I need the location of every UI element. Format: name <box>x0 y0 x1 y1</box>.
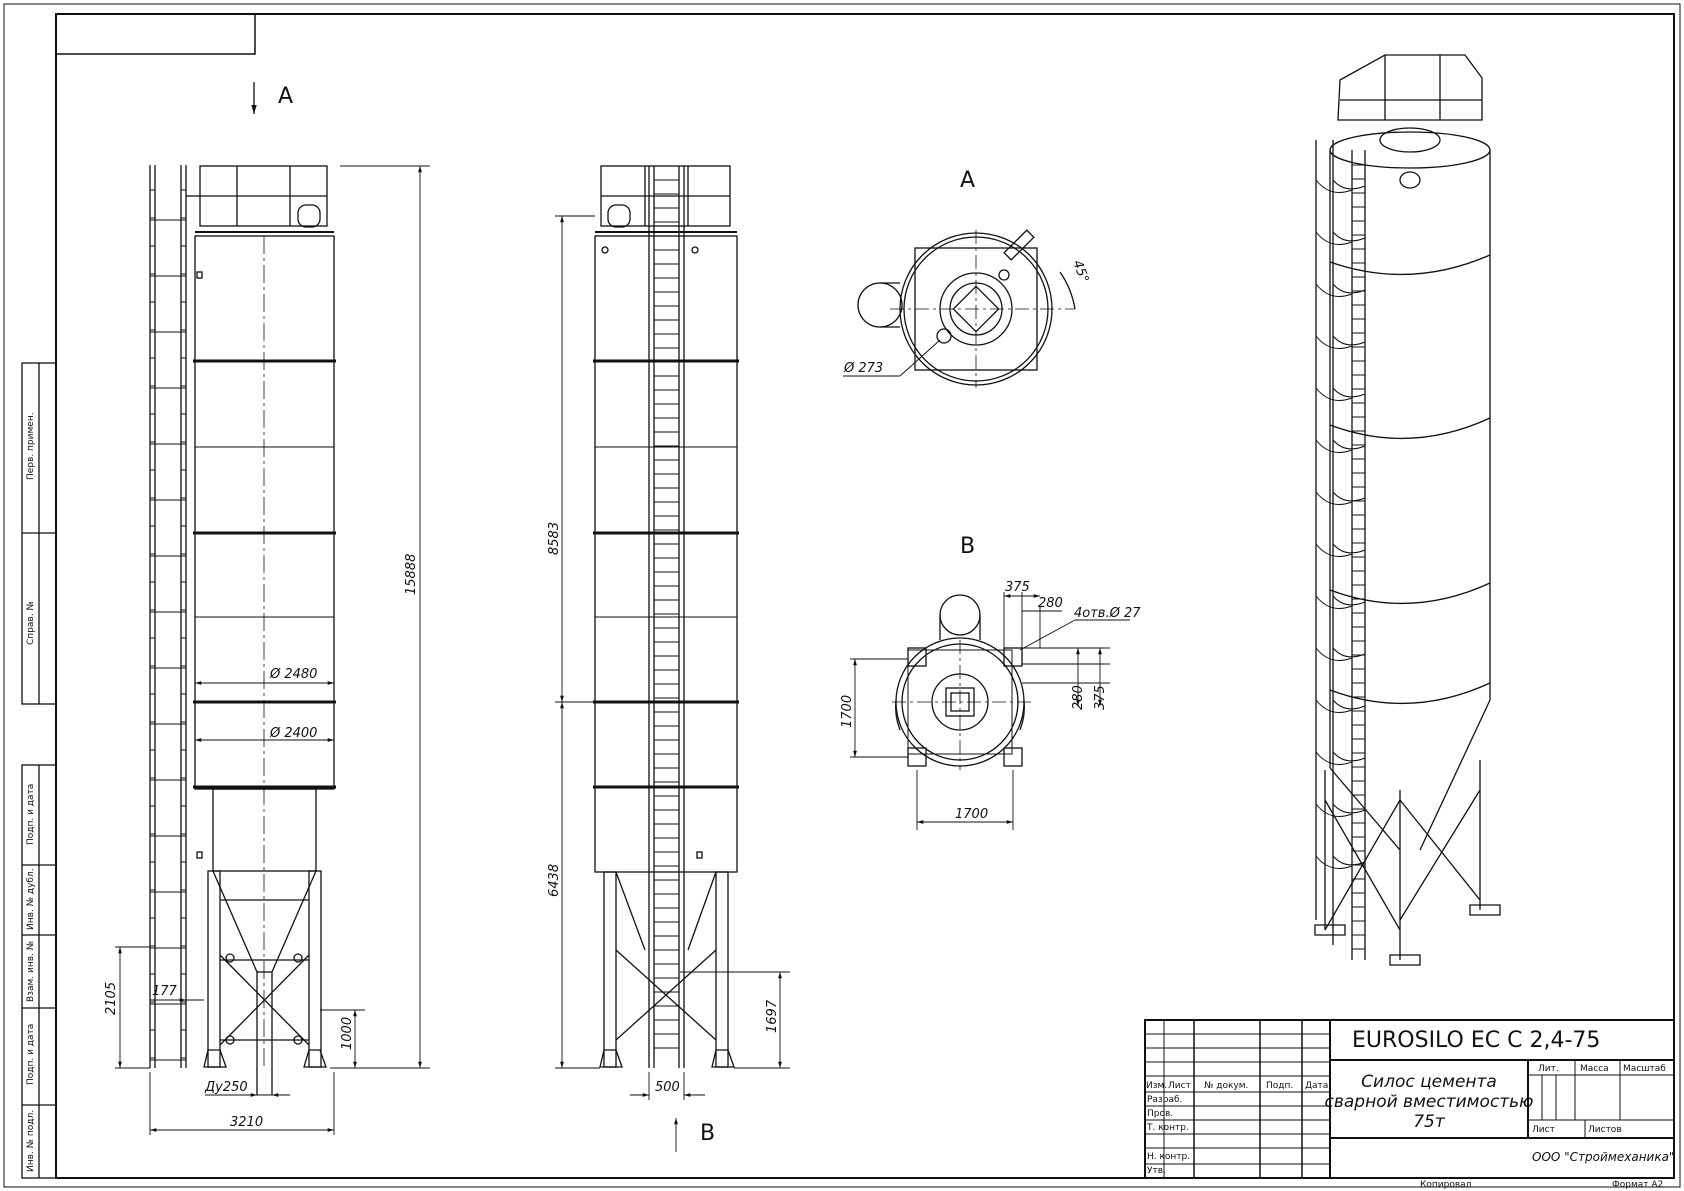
tb-name-line1: Силос цемента <box>1361 1072 1497 1092</box>
title-block <box>1144 1019 1675 1179</box>
dim-375-side: 375 <box>1093 685 1108 710</box>
side-view-arrow-label: B <box>700 1121 715 1146</box>
dim-dia-2480: Ø 2480 <box>269 667 317 682</box>
side-ladder-rungs <box>654 179 679 1049</box>
tb-listov: Листов <box>1588 1125 1622 1135</box>
dim-offset-177: 177 <box>152 984 178 999</box>
view-a-title: A <box>960 168 975 193</box>
tb-designation: EUROSILO EC C 2,4-75 <box>1352 1028 1600 1053</box>
tb-col-data: Дата <box>1305 1081 1328 1091</box>
dim-h-1697: 1697 <box>765 999 780 1033</box>
tb-company: ООО "Строймеханика" <box>1532 1150 1674 1164</box>
side-stamp <box>21 362 57 1179</box>
stamp-sprav-no: Справ. № <box>26 601 36 645</box>
tb-kopiroval: Копировал <box>1420 1180 1471 1190</box>
tb-masshtab: Масштаб <box>1623 1064 1666 1074</box>
dim-1700-vertical: 1700 <box>840 695 855 728</box>
tb-lit: Лит. <box>1538 1064 1559 1074</box>
view-a-dimensions <box>843 339 941 377</box>
tb-row-utv: Утв. <box>1147 1166 1166 1176</box>
dim-width-3210: 3210 <box>230 1115 263 1130</box>
iso-ladder-rungs <box>1352 164 1365 950</box>
view-a <box>857 229 1076 388</box>
stamp-inv-dubl: Инв. № дубл. <box>26 868 36 930</box>
front-ladder-rungs <box>150 189 186 1061</box>
tb-row-razrab: Разраб. <box>1147 1095 1182 1105</box>
isometric-view <box>1314 54 1501 966</box>
dim-h-6438: 6438 <box>547 864 562 897</box>
tb-list: Лист <box>1532 1125 1555 1135</box>
tb-name-line2: сварной вместимостью <box>1325 1092 1534 1112</box>
tb-col-dokum: № докум. <box>1204 1081 1248 1091</box>
tb-col-podp: Подп. <box>1266 1081 1293 1091</box>
dim-angle-45: 45° <box>1069 258 1091 285</box>
dim-w-500: 500 <box>655 1080 680 1095</box>
dim-holes: 4отв.Ø 27 <box>1074 606 1141 621</box>
tb-massa: Масса <box>1580 1064 1609 1074</box>
side-dimensions <box>555 215 790 1152</box>
dim-dia-2400: Ø 2400 <box>269 726 317 741</box>
dim-375-top: 375 <box>1005 580 1030 595</box>
dim-base-1000: 1000 <box>340 1017 355 1050</box>
dim-dia-273: Ø 273 <box>843 361 883 376</box>
tb-col-list: Лист <box>1168 1081 1191 1091</box>
stamp-inv-podl: Инв. № подл. <box>26 1110 36 1172</box>
side-view <box>593 165 739 1068</box>
dim-280-side: 280 <box>1071 685 1086 710</box>
view-b <box>892 594 1035 770</box>
tb-row-tkontr: Т. контр. <box>1146 1123 1189 1133</box>
dim-280-top: 280 <box>1038 596 1063 611</box>
tb-row-nkontr: Н. контр. <box>1147 1152 1190 1162</box>
stamp-podp-data-1: Подп. и дата <box>26 784 36 845</box>
tb-name-line3: 75т <box>1413 1112 1446 1132</box>
dim-height-total: 15888 <box>404 554 419 595</box>
dim-du250: Ду250 <box>204 1080 248 1095</box>
tb-format: Формат А2 <box>1612 1180 1663 1190</box>
tb-col-izm: Изм. <box>1146 1081 1167 1091</box>
front-dimensions <box>115 165 430 1135</box>
dim-h-8583: 8583 <box>547 522 562 555</box>
title-block-rows <box>1145 1033 1330 1165</box>
stamp-perv-primen: Перв. примен. <box>26 412 36 480</box>
iso-ladder-cage <box>1315 179 1366 869</box>
view-b-dimensions <box>850 592 1130 830</box>
front-view <box>149 82 336 1095</box>
front-view-arrow-label: A <box>278 84 293 109</box>
dim-leg-2105: 2105 <box>104 982 119 1015</box>
stamp-podp-data-2: Подп. и дата <box>26 1024 36 1085</box>
stamp-vzam-inv: Взам. инв. № <box>26 941 36 1002</box>
tb-row-prov: Пров. <box>1147 1109 1173 1119</box>
dim-1700-horizontal: 1700 <box>955 807 988 822</box>
view-b-title: B <box>960 534 975 559</box>
